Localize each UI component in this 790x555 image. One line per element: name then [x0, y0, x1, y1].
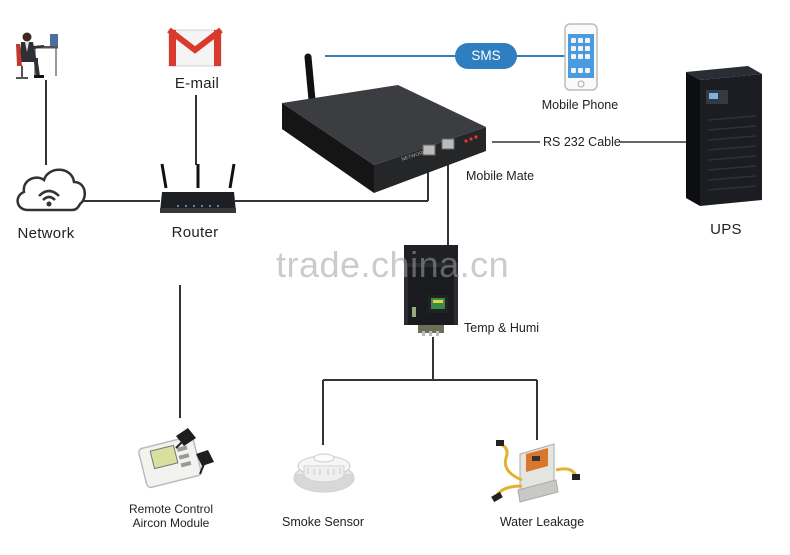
water-leakage-label: Water Leakage: [499, 515, 585, 529]
aircon-label-line2: Aircon Module: [132, 516, 210, 530]
gmail-envelope-icon: [167, 27, 223, 67]
aircon-label-line1: Remote Control: [128, 502, 214, 516]
aircon-module-icon: [138, 428, 214, 489]
mobile-phone-label: Mobile Phone: [541, 98, 619, 112]
connector-lines: [45, 80, 688, 445]
network-label: Network: [17, 225, 75, 242]
router-icon: [160, 163, 236, 213]
smartphone-icon: [564, 23, 598, 91]
sms-badge: SMS: [455, 43, 517, 69]
gateway-device-icon: NETWORK: [282, 53, 486, 193]
temp-humi-label: Temp & Humi: [464, 321, 540, 335]
mobile-mate-label: Mobile Mate: [466, 169, 535, 183]
rs232-label: RS 232 Cable: [543, 135, 621, 149]
water-leak-sensor-icon: [491, 440, 580, 503]
user-at-desk-icon: [16, 32, 58, 79]
ups-label: UPS: [710, 221, 742, 238]
email-label: E-mail: [174, 75, 220, 92]
temp-humi-sensor-icon: [404, 245, 458, 336]
cloud-wifi-icon: [16, 168, 87, 212]
smoke-sensor-label: Smoke Sensor: [282, 515, 364, 529]
watermark-text: trade.china.cn: [276, 244, 510, 285]
ups-tower-icon: [686, 66, 762, 206]
smoke-detector-icon: [293, 453, 355, 493]
aircon-module-label: Remote Control Aircon Module: [129, 502, 213, 530]
router-label: Router: [171, 224, 219, 241]
